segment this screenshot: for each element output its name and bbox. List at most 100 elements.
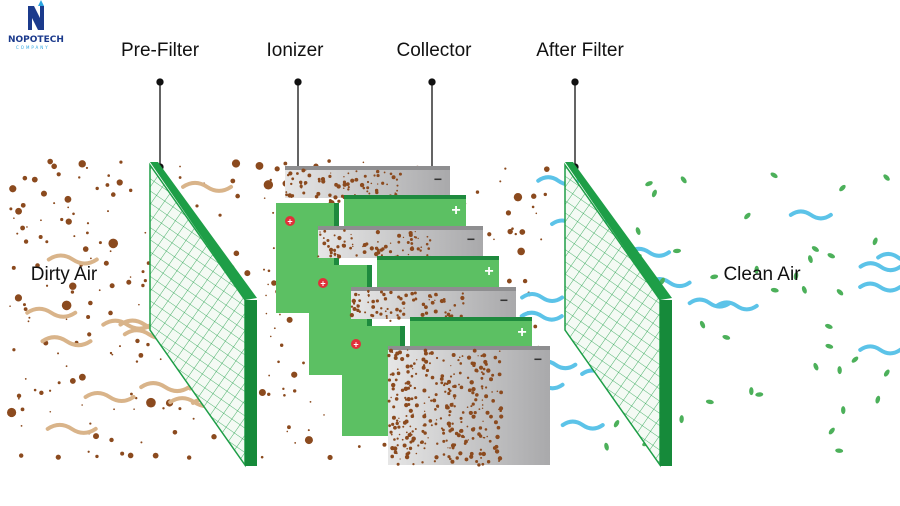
dust-particle <box>144 231 147 234</box>
dust-particle <box>73 235 76 238</box>
dust-particle <box>482 367 486 371</box>
dust-particle <box>302 191 306 195</box>
dust-particle <box>230 178 236 184</box>
dust-particle <box>336 184 341 189</box>
dust-particle <box>434 408 437 411</box>
dust-particle <box>268 374 271 377</box>
dust-particle <box>402 420 407 425</box>
dust-particle <box>314 194 319 199</box>
leaf-icon <box>839 184 846 192</box>
dust-particle <box>394 397 399 401</box>
dust-particle <box>389 172 393 176</box>
dust-particle <box>446 312 451 317</box>
leaf-icon <box>722 334 731 340</box>
dust-particle <box>195 204 199 208</box>
dust-particle <box>20 202 26 208</box>
leaf-icon <box>841 406 846 415</box>
dust-particle <box>442 428 445 432</box>
dust-particle <box>320 176 326 182</box>
dust-particle <box>471 414 476 419</box>
dust-particle <box>22 303 26 307</box>
dust-particle <box>397 350 402 355</box>
dust-particle <box>416 359 418 361</box>
dust-particle <box>494 444 499 449</box>
dust-particle <box>428 362 431 365</box>
dust-particle <box>406 447 408 450</box>
dust-particle <box>108 310 113 316</box>
dust-particle <box>460 420 463 424</box>
dust-particle <box>499 409 502 413</box>
dust-particle <box>354 292 358 297</box>
dust-particle <box>138 303 140 306</box>
dust-particle <box>328 198 332 202</box>
dust-particle <box>472 348 477 353</box>
leaf-icon <box>673 248 682 254</box>
dust-particle <box>450 459 455 464</box>
dust-particle <box>383 297 388 301</box>
dust-particle <box>415 452 418 455</box>
dust-particle <box>439 377 444 381</box>
dust-particle <box>370 313 373 317</box>
dust-particle <box>78 176 81 179</box>
dust-particle <box>40 190 47 197</box>
dust-particle <box>458 371 462 375</box>
dust-particle <box>459 314 463 318</box>
dust-particle <box>427 437 429 439</box>
dust-particle <box>423 402 426 404</box>
dust-particle <box>434 455 439 460</box>
dust-particle <box>423 447 426 450</box>
dust-particle <box>178 407 182 411</box>
dust-particle <box>375 190 379 195</box>
dust-particle <box>400 356 405 362</box>
dust-particle <box>398 433 401 436</box>
dust-particle <box>20 424 23 427</box>
dust-particle <box>355 170 358 173</box>
dust-particle <box>18 453 24 458</box>
dust-particle <box>533 324 538 329</box>
dust-particle <box>413 362 416 365</box>
dust-particle <box>412 298 416 302</box>
dust-particle <box>31 176 38 183</box>
dust-particle <box>498 457 502 461</box>
dust-particle <box>422 414 427 419</box>
dust-particle <box>409 238 413 242</box>
clean-air-wisp <box>687 297 732 309</box>
dust-particle <box>458 383 460 386</box>
dust-particle <box>277 360 280 364</box>
dust-particle <box>406 370 410 374</box>
dust-particle <box>435 419 438 421</box>
dust-particle <box>475 393 479 397</box>
dust-particle <box>291 371 298 378</box>
dust-particle <box>397 240 401 244</box>
dust-particle <box>531 205 535 209</box>
dust-particle <box>423 431 427 435</box>
dust-particle <box>327 245 330 248</box>
leaf-icon <box>825 323 833 329</box>
dust-particle <box>135 360 139 363</box>
dust-particle <box>513 192 523 202</box>
dust-particle <box>11 265 16 270</box>
dust-particle <box>481 462 485 466</box>
dust-particle <box>387 399 391 403</box>
dust-particle <box>20 225 25 231</box>
dust-particle <box>498 460 501 463</box>
dust-particle <box>350 305 354 308</box>
dust-particle <box>23 239 29 244</box>
dust-particle <box>391 415 396 420</box>
dust-particle <box>493 238 495 241</box>
dust-particle <box>472 427 476 431</box>
dust-particle <box>426 254 429 257</box>
dust-particle <box>391 372 395 376</box>
dust-particle <box>448 414 451 417</box>
dust-particle <box>273 327 276 330</box>
minus-sign: − <box>500 292 508 308</box>
dust-particle <box>386 307 389 311</box>
dust-particle <box>417 444 420 447</box>
dust-particle <box>430 424 433 427</box>
dust-particle <box>279 343 284 347</box>
dust-particle <box>413 236 416 239</box>
dust-particle <box>398 417 400 419</box>
dust-particle <box>479 448 483 451</box>
dust-particle <box>61 300 72 311</box>
dust-particle <box>116 179 123 186</box>
